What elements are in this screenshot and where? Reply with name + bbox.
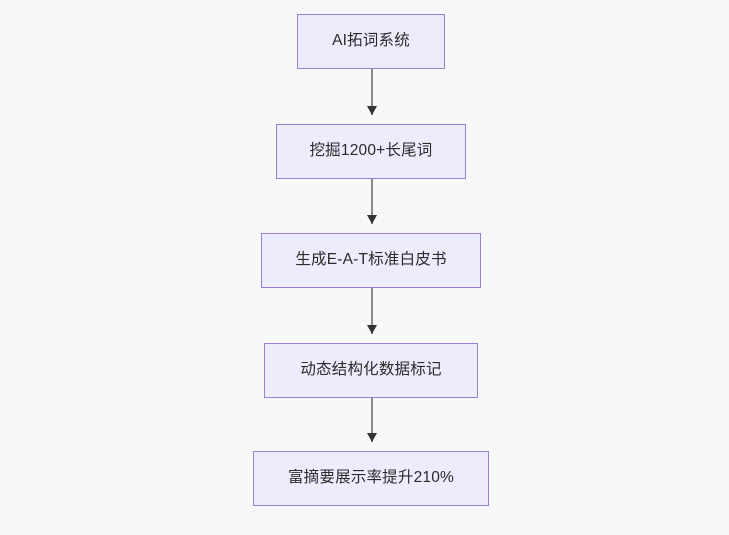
flow-node-label: AI拓词系统 — [332, 32, 410, 50]
flow-node-label: 生成E-A-T标准白皮书 — [295, 251, 447, 269]
connector-line — [371, 69, 373, 115]
flow-node-generate-eat-whitepaper[interactable]: 生成E-A-T标准白皮书 — [261, 233, 481, 288]
connector-line — [371, 398, 373, 442]
arrowhead-icon — [366, 433, 377, 442]
flow-node-mine-longtail-keywords[interactable]: 挖掘1200+长尾词 — [276, 124, 466, 179]
flow-node-label: 动态结构化数据标记 — [300, 361, 442, 379]
flow-node-ai-keyword-system[interactable]: AI拓词系统 — [297, 14, 445, 69]
flow-node-rich-snippet-impression-lift[interactable]: 富摘要展示率提升210% — [253, 451, 489, 506]
connector-line — [371, 288, 373, 334]
connector-line — [371, 179, 373, 224]
flow-node-dynamic-structured-data-markup[interactable]: 动态结构化数据标记 — [264, 343, 478, 398]
arrowhead-icon — [366, 325, 377, 334]
arrowhead-icon — [366, 215, 377, 224]
arrowhead-icon — [366, 106, 377, 115]
flow-node-label: 挖掘1200+长尾词 — [309, 142, 433, 160]
flow-node-label: 富摘要展示率提升210% — [287, 469, 455, 487]
